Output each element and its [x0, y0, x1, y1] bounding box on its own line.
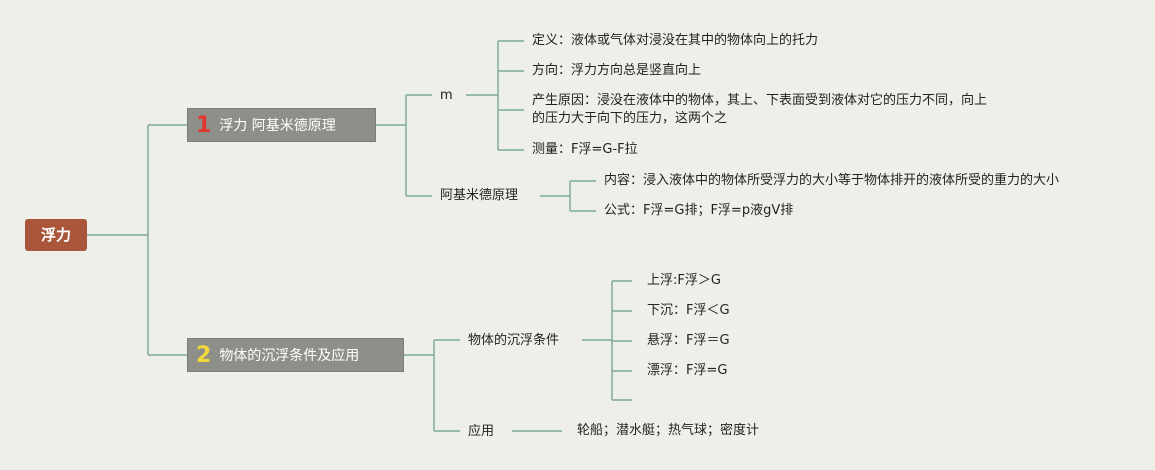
archimedes-formula-text: 公式：F浮=G排；F浮=p液gV排 — [604, 203, 794, 218]
branch-1-node[interactable]: 1 浮力 阿基米德原理 — [187, 108, 376, 142]
condition-sink-text: 下沉：F浮＜G — [647, 303, 730, 318]
application-text: 轮船；潜水艇；热气球；密度计 — [577, 423, 760, 438]
root-label: 浮力 — [40, 226, 71, 244]
branch-2-node[interactable]: 2 物体的沉浮条件及应用 — [187, 338, 404, 372]
cause-text-line1: 产生原因：浸没在液体中的物体，其上、下表面受到液体对它的压力不同，向上 — [532, 93, 988, 108]
condition-rise-text: 上浮:F浮＞G — [647, 273, 721, 288]
branch-1-label: 浮力 阿基米德原理 — [219, 118, 336, 134]
archimedes-formula-item[interactable]: 公式：F浮=G排；F浮=p液gV排 — [604, 202, 793, 220]
root-node[interactable]: 浮力 — [25, 219, 87, 251]
conditions-node[interactable]: 物体的沉浮条件 — [468, 332, 559, 350]
condition-suspend-text: 悬浮：F浮＝G — [647, 333, 730, 348]
branch-1-number-badge: 1 — [196, 113, 212, 138]
condition-suspend-item[interactable]: 悬浮：F浮＝G — [647, 332, 730, 350]
direction-item[interactable]: 方向：浮力方向总是竖直向上 — [532, 62, 701, 80]
direction-text: 方向：浮力方向总是竖直向上 — [532, 63, 702, 78]
archimedes-label: 阿基米德原理 — [440, 188, 519, 203]
conditions-label: 物体的沉浮条件 — [468, 333, 560, 348]
measurement-text: 测量：F浮=G-F拉 — [532, 142, 638, 157]
cause-text-line2: 的压力大于向下的压力，这两个之 — [532, 111, 728, 126]
archimedes-node[interactable]: 阿基米德原理 — [440, 187, 518, 205]
archimedes-content-item[interactable]: 内容：浸入液体中的物体所受浮力的大小等于物体排开的液体所受的重力的大小 — [604, 172, 1059, 190]
definition-text: 定义：液体或气体对浸没在其中的物体向上的托力 — [532, 33, 819, 48]
application-item[interactable]: 轮船；潜水艇；热气球；密度计 — [577, 422, 759, 440]
application-label: 应用 — [468, 424, 495, 439]
m-node[interactable]: m — [440, 87, 453, 105]
branch-2-label: 物体的沉浮条件及应用 — [219, 348, 360, 364]
cause-item[interactable]: 产生原因：浸没在液体中的物体，其上、下表面受到液体对它的压力不同，向上 的压力大… — [532, 92, 987, 128]
condition-rise-item[interactable]: 上浮:F浮＞G — [647, 272, 721, 290]
definition-item[interactable]: 定义：液体或气体对浸没在其中的物体向上的托力 — [532, 32, 818, 50]
application-node[interactable]: 应用 — [468, 423, 494, 441]
condition-float-item[interactable]: 漂浮：F浮=G — [647, 362, 727, 380]
condition-float-text: 漂浮：F浮=G — [647, 363, 728, 378]
branch-2-number-badge: 2 — [196, 343, 212, 368]
m-node-label: m — [440, 88, 453, 103]
measurement-item[interactable]: 测量：F浮=G-F拉 — [532, 141, 638, 159]
archimedes-content-text: 内容：浸入液体中的物体所受浮力的大小等于物体排开的液体所受的重力的大小 — [604, 173, 1060, 188]
condition-sink-item[interactable]: 下沉：F浮＜G — [647, 302, 730, 320]
